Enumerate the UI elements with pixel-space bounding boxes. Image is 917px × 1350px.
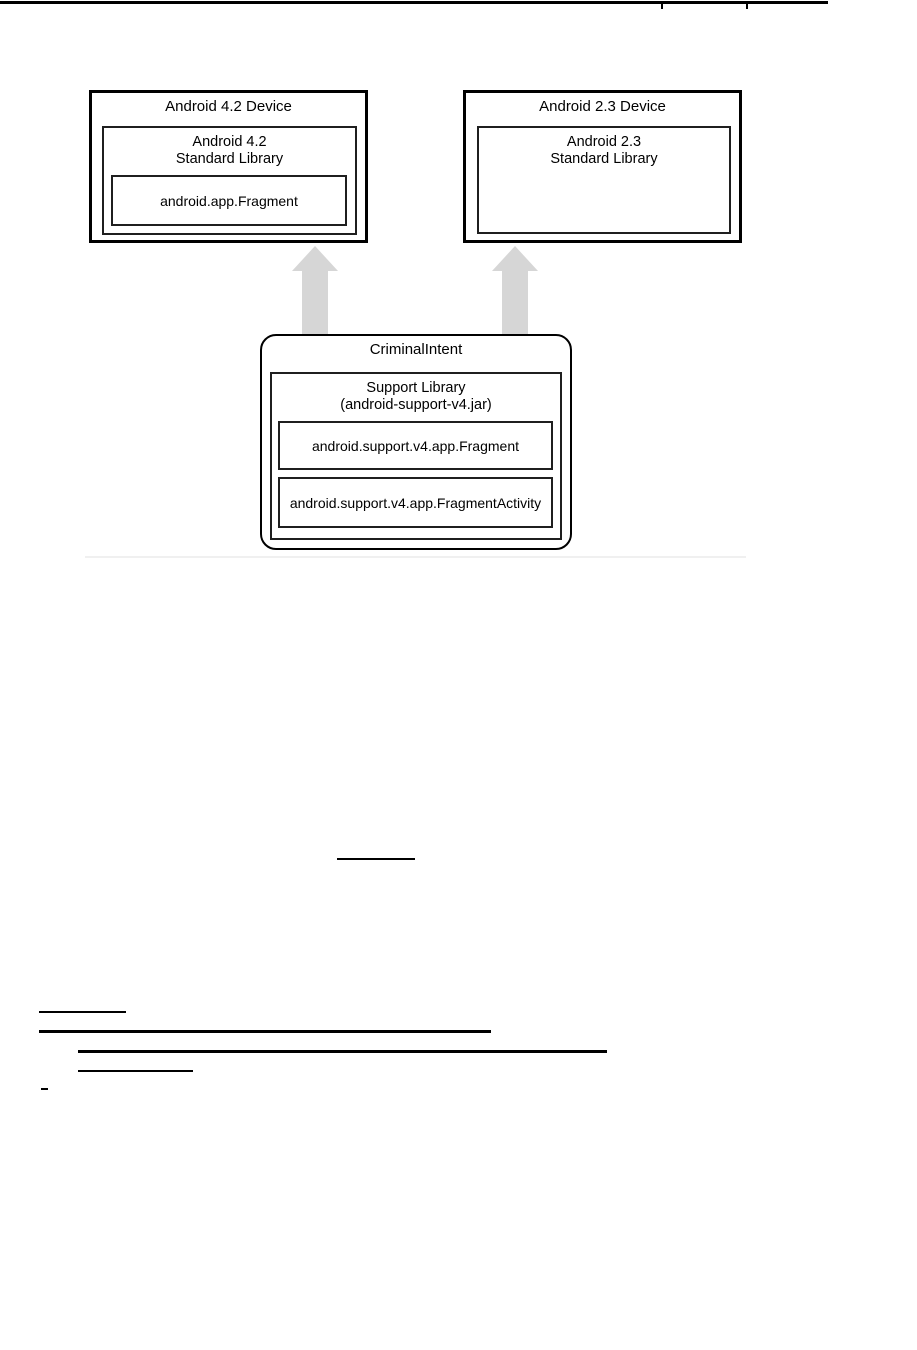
- library-label-line1: Android 2.3: [566, 134, 642, 150]
- app-title: CriminalIntent: [369, 341, 463, 358]
- support-library-diagram: Android 4.2 Device Android 4.2 Standard …: [0, 0, 917, 600]
- library-label-line2: Standard Library: [550, 150, 658, 167]
- device-title: Android 4.2 Device: [165, 98, 292, 115]
- link-underline[interactable]: [78, 1050, 607, 1053]
- support-library-label-line1: Support Library: [366, 380, 466, 396]
- table-column-divider: [746, 1, 748, 9]
- up-arrow-shape: [492, 246, 538, 334]
- library-label: Android 2.3 Standard Library: [479, 134, 729, 167]
- up-arrow-icon: [492, 246, 538, 334]
- table-top-border: [0, 1, 828, 4]
- table-column-divider: [661, 1, 663, 9]
- class-name: android.app.Fragment: [160, 192, 298, 209]
- class-name: android.support.v4.app.Fragment: [311, 437, 519, 454]
- library-label-line2: Standard Library: [175, 150, 284, 167]
- figure-bottom-edge: [85, 556, 746, 558]
- link-underline[interactable]: [39, 1030, 491, 1033]
- up-arrow-shape: [292, 246, 338, 334]
- library-label: Android 4.2 Standard Library: [104, 134, 355, 167]
- support-library-label-line2: (android-support-v4.jar): [340, 396, 492, 413]
- library-label-line1: Android 4.2: [192, 134, 267, 150]
- link-underline[interactable]: [41, 1088, 48, 1090]
- class-name: android.support.v4.app.FragmentActivity: [289, 494, 542, 511]
- up-arrow-icon: [292, 246, 338, 334]
- link-underline[interactable]: [78, 1070, 193, 1072]
- link-underline[interactable]: [39, 1011, 126, 1013]
- link-underline[interactable]: [337, 858, 415, 860]
- support-fragment-box: android.support.v4.app.Fragment: [278, 421, 553, 470]
- device-title: Android 2.3 Device: [539, 98, 666, 115]
- support-fragmentactivity-box: android.support.v4.app.FragmentActivity: [278, 477, 553, 528]
- support-library-label: Support Library (android-support-v4.jar): [272, 380, 560, 413]
- android-2-3-standard-library-box: Android 2.3 Standard Library: [477, 126, 731, 234]
- android-app-fragment-box: android.app.Fragment: [111, 175, 347, 226]
